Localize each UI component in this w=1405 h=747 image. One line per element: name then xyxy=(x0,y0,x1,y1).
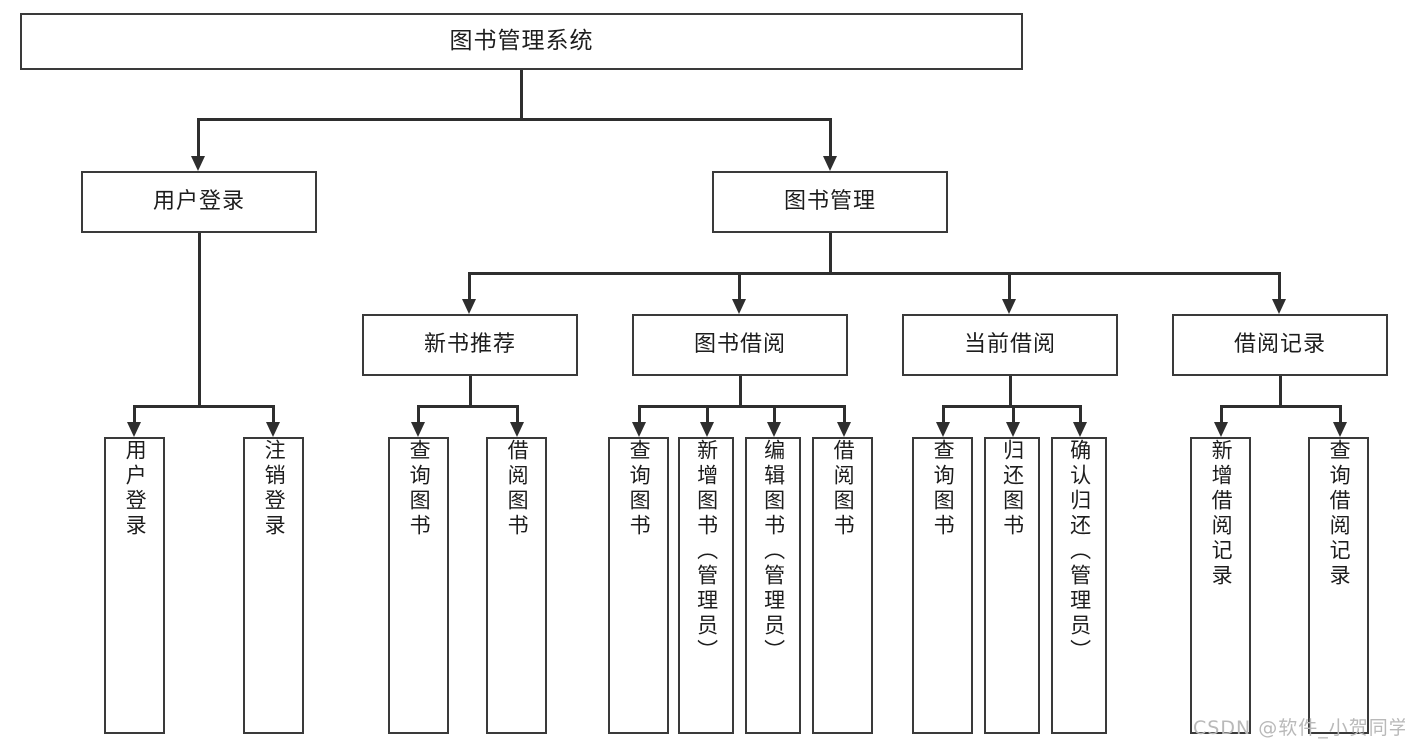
connector-borrow-drop-3 xyxy=(773,405,776,422)
connector-root-stem xyxy=(520,70,523,118)
arrowhead-borrow-4 xyxy=(837,422,851,437)
connector-level3-bus xyxy=(468,272,1280,275)
arrowhead-level3-4 xyxy=(1272,299,1286,314)
arrowhead-login-2 xyxy=(266,422,280,437)
connector-login-drop-1 xyxy=(133,405,136,422)
node-label: 借阅记录 xyxy=(1233,332,1326,358)
node-label: 当前借阅 xyxy=(963,332,1056,358)
connector-record-drop-2 xyxy=(1339,405,1342,422)
node-book-borrow[interactable]: 图书借阅 xyxy=(632,314,848,376)
connector-record-stem xyxy=(1279,376,1282,405)
leaf-query-borrow-record[interactable]: 查询借阅记录 xyxy=(1308,437,1369,734)
leaf-label: 新增图书（管理员） xyxy=(694,439,719,664)
connector-borrow-bus xyxy=(638,405,843,408)
arrowhead-current-3 xyxy=(1073,422,1087,437)
connector-newbook-bus xyxy=(417,405,516,408)
leaf-label: 编辑图书（管理员） xyxy=(761,439,786,664)
arrowhead-record-1 xyxy=(1214,422,1228,437)
node-label: 用户登录 xyxy=(152,189,245,215)
leaf-label: 查询图书 xyxy=(627,439,652,539)
arrowhead-level2-1 xyxy=(191,156,205,171)
connector-borrow-drop-2 xyxy=(706,405,709,422)
connector-login-bus xyxy=(133,405,272,408)
connector-record-drop-1 xyxy=(1220,405,1223,422)
node-book-management[interactable]: 图书管理 xyxy=(712,171,948,233)
connector-borrow-drop-1 xyxy=(638,405,641,422)
leaf-label: 用户登录 xyxy=(123,439,148,539)
leaf-add-book-admin[interactable]: 新增图书（管理员） xyxy=(678,437,734,734)
connector-record-bus xyxy=(1220,405,1339,408)
arrowhead-borrow-2 xyxy=(700,422,714,437)
connector-level2-drop-2 xyxy=(829,118,832,156)
leaf-label: 借阅图书 xyxy=(831,439,856,539)
connector-level2-bus xyxy=(197,118,831,121)
leaf-label: 查询借阅记录 xyxy=(1327,439,1352,589)
connector-borrow-drop-4 xyxy=(843,405,846,422)
arrowhead-borrow-3 xyxy=(767,422,781,437)
node-borrow-record[interactable]: 借阅记录 xyxy=(1172,314,1388,376)
node-label: 图书管理 xyxy=(783,189,876,215)
leaf-logout[interactable]: 注销登录 xyxy=(243,437,304,734)
node-new-book-recommend[interactable]: 新书推荐 xyxy=(362,314,578,376)
connector-newbook-drop-1 xyxy=(417,405,420,422)
arrowhead-current-2 xyxy=(1006,422,1020,437)
arrowhead-newbook-2 xyxy=(510,422,524,437)
arrowhead-record-2 xyxy=(1333,422,1347,437)
leaf-borrow-book[interactable]: 借阅图书 xyxy=(812,437,873,734)
connector-current-drop-2 xyxy=(1012,405,1015,422)
arrowhead-login-1 xyxy=(127,422,141,437)
connector-current-drop-1 xyxy=(942,405,945,422)
node-current-borrow[interactable]: 当前借阅 xyxy=(902,314,1118,376)
connector-newbook-stem xyxy=(469,376,472,405)
leaf-label: 查询图书 xyxy=(407,439,432,539)
connector-current-drop-3 xyxy=(1079,405,1082,422)
arrowhead-level3-2 xyxy=(732,299,746,314)
node-label: 图书借阅 xyxy=(693,332,786,358)
leaf-label: 确认归还（管理员） xyxy=(1067,439,1092,664)
leaf-label: 注销登录 xyxy=(262,439,287,539)
connector-level3-drop-2 xyxy=(738,272,741,299)
connector-level3-drop-4 xyxy=(1278,272,1281,299)
arrowhead-current-1 xyxy=(936,422,950,437)
node-user-login[interactable]: 用户登录 xyxy=(81,171,317,233)
arrowhead-borrow-1 xyxy=(632,422,646,437)
connector-level3-drop-3 xyxy=(1008,272,1011,299)
leaf-confirm-return-admin[interactable]: 确认归还（管理员） xyxy=(1051,437,1107,734)
connector-newbook-drop-2 xyxy=(516,405,519,422)
arrowhead-level3-3 xyxy=(1002,299,1016,314)
node-root-system[interactable]: 图书管理系统 xyxy=(20,13,1023,70)
node-label: 新书推荐 xyxy=(423,332,516,358)
leaf-return-book[interactable]: 归还图书 xyxy=(984,437,1040,734)
connector-login-stem xyxy=(198,233,201,405)
leaf-edit-book-admin[interactable]: 编辑图书（管理员） xyxy=(745,437,801,734)
connector-level3-drop-1 xyxy=(468,272,471,299)
connector-borrow-stem xyxy=(739,376,742,405)
arrowhead-level3-1 xyxy=(462,299,476,314)
arrowhead-level2-2 xyxy=(823,156,837,171)
csdn-watermark: CSDN @软件_小贺同学 xyxy=(1193,717,1405,739)
connector-login-drop-2 xyxy=(272,405,275,422)
leaf-query-book-newbook[interactable]: 查询图书 xyxy=(388,437,449,734)
leaf-label: 归还图书 xyxy=(1000,439,1025,539)
leaf-query-book-borrow[interactable]: 查询图书 xyxy=(608,437,669,734)
leaf-label: 新增借阅记录 xyxy=(1209,439,1234,589)
connector-level2-drop-1 xyxy=(197,118,200,156)
leaf-label: 查询图书 xyxy=(931,439,956,539)
connector-current-stem xyxy=(1009,376,1012,405)
leaf-label: 借阅图书 xyxy=(505,439,530,539)
arrowhead-newbook-1 xyxy=(411,422,425,437)
leaf-user-login[interactable]: 用户登录 xyxy=(104,437,165,734)
connector-books-stem xyxy=(829,233,832,272)
node-label: 图书管理系统 xyxy=(449,28,594,55)
leaf-query-book-current[interactable]: 查询图书 xyxy=(912,437,973,734)
leaf-borrow-book-newbook[interactable]: 借阅图书 xyxy=(486,437,547,734)
leaf-add-borrow-record[interactable]: 新增借阅记录 xyxy=(1190,437,1251,734)
